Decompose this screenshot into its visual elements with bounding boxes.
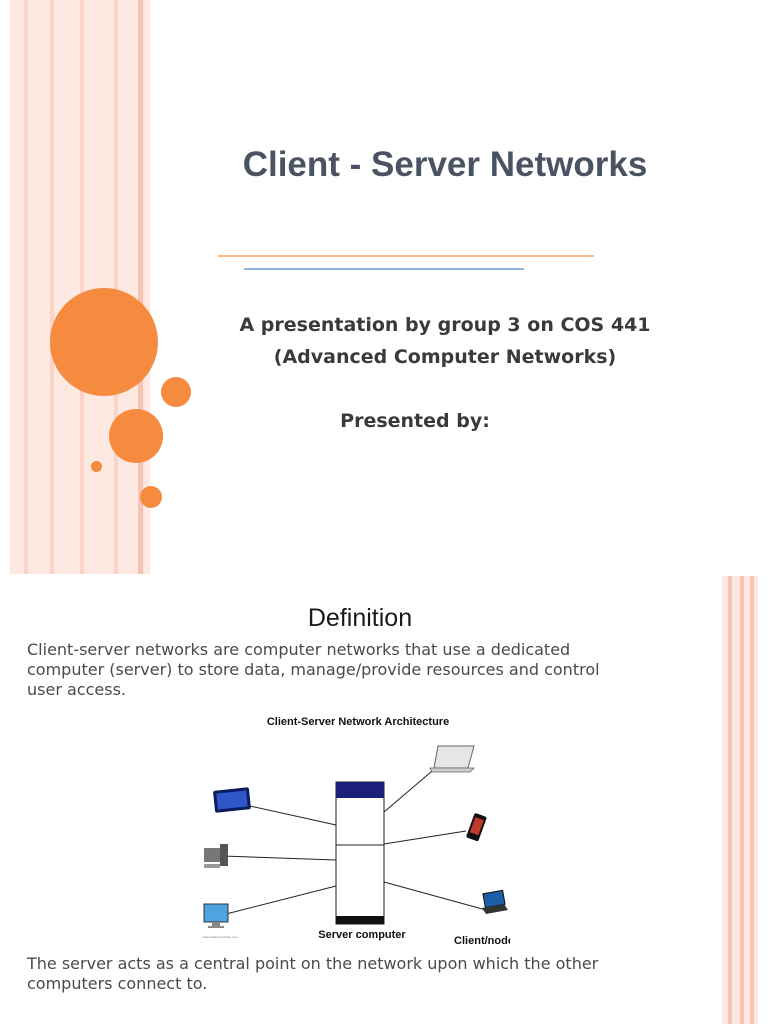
decorative-stripes bbox=[722, 576, 758, 1024]
server-label: Server computer bbox=[318, 929, 406, 941]
medium-circle-decoration bbox=[109, 409, 163, 463]
tiny-circle-decoration bbox=[91, 461, 102, 472]
smartphone-icon bbox=[466, 813, 487, 842]
divider-line bbox=[142, 0, 143, 574]
closing-paragraph: The server acts as a central point on th… bbox=[27, 954, 677, 994]
decorative-stripes bbox=[10, 0, 150, 574]
large-circle-decoration bbox=[50, 288, 158, 396]
monitor-icon bbox=[203, 903, 229, 928]
client-label: Client/node bbox=[454, 935, 510, 947]
slide-title: Definition bbox=[307, 604, 413, 632]
title-rule-blue bbox=[244, 268, 524, 270]
closing-line: The server acts as a central point on th… bbox=[27, 954, 599, 973]
network-diagram: Client-Server Network Architecture Serve… bbox=[203, 716, 510, 947]
desktop-pc-icon bbox=[204, 844, 228, 868]
subtitle-line: A presentation by group 3 on COS 441 bbox=[239, 314, 651, 336]
definition-line: Client-server networks are computer netw… bbox=[27, 640, 571, 659]
definition-line: computer (server) to store data, manage/… bbox=[27, 660, 600, 679]
diagram-title: Client-Server Network Architecture bbox=[267, 716, 449, 728]
laptop-icon bbox=[429, 745, 475, 773]
tablet-icon bbox=[213, 787, 251, 813]
definition-paragraph: Client-server networks are computer netw… bbox=[27, 640, 677, 700]
definition-line: user access. bbox=[27, 680, 126, 699]
netbook-icon bbox=[482, 889, 508, 914]
small-circle-decoration bbox=[140, 486, 162, 508]
server-tower-icon bbox=[335, 781, 385, 925]
closing-line: computers connect to. bbox=[27, 974, 208, 993]
definition-slide: Definition Client-server networks are co… bbox=[10, 576, 758, 1024]
title-slide: Client - Server Networks A presentation … bbox=[10, 0, 758, 574]
image-credit: www.teachcomputing.com bbox=[203, 935, 238, 939]
slide-title: Client - Server Networks bbox=[242, 145, 648, 184]
title-rule-orange bbox=[218, 255, 594, 257]
subtitle-line: (Advanced Computer Networks) bbox=[273, 346, 617, 368]
presented-by-label: Presented by: bbox=[340, 410, 490, 432]
small-circle-decoration bbox=[161, 377, 191, 407]
